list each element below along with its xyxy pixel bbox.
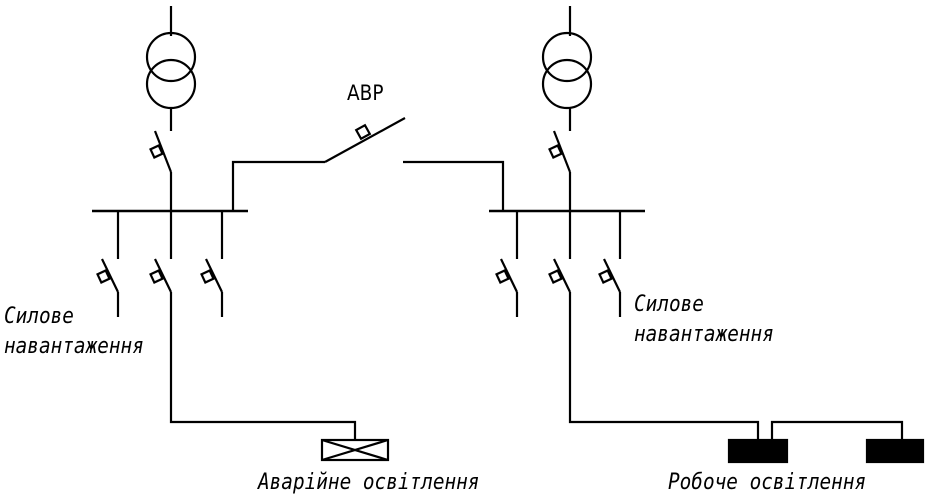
left-transformer-symbol — [145, 31, 197, 110]
avr-switch — [324, 117, 406, 163]
left-transformer-upper-winding — [145, 31, 197, 83]
right-transformer-lower-winding — [541, 58, 593, 110]
right-transformer-symbol — [541, 31, 593, 110]
left-feeder-breaker-2 — [149, 211, 357, 440]
avr-switch-actuator — [354, 123, 372, 141]
left-feeder-breaker-1 — [96, 211, 120, 317]
right-main-breaker — [548, 130, 572, 211]
working-lighting-label: Робоче освітлення — [668, 470, 867, 495]
right-feeder-breaker-3 — [598, 211, 622, 317]
working-lamp-symbol-2 — [865, 438, 925, 464]
working-lighting-link — [770, 420, 904, 440]
right-power-load-label-line2: навантаження — [634, 322, 774, 347]
left-power-load-label-line1: Силове — [4, 304, 74, 329]
right-feeder-breaker-2 — [548, 211, 760, 440]
left-avr-connection — [231, 160, 325, 211]
right-power-load-label-line1: Силове — [634, 292, 704, 317]
right-avr-connection — [403, 160, 505, 211]
working-lamp-symbol-1 — [727, 438, 789, 464]
left-main-breaker — [149, 130, 173, 211]
avr-label: АВР — [347, 81, 384, 105]
right-transformer-upper-winding — [541, 31, 593, 83]
right-feeder-breaker-1 — [495, 211, 519, 317]
left-power-load-label-line2: навантаження — [4, 334, 144, 359]
left-section — [92, 6, 390, 462]
right-section — [403, 6, 925, 464]
left-transformer-lower-winding — [145, 58, 197, 110]
emergency-lamp-symbol — [320, 438, 390, 462]
avr-switch-blade — [324, 117, 406, 163]
emergency-lighting-label: Аварійне освітлення — [258, 470, 480, 495]
left-feeder-breaker-3 — [200, 211, 224, 317]
